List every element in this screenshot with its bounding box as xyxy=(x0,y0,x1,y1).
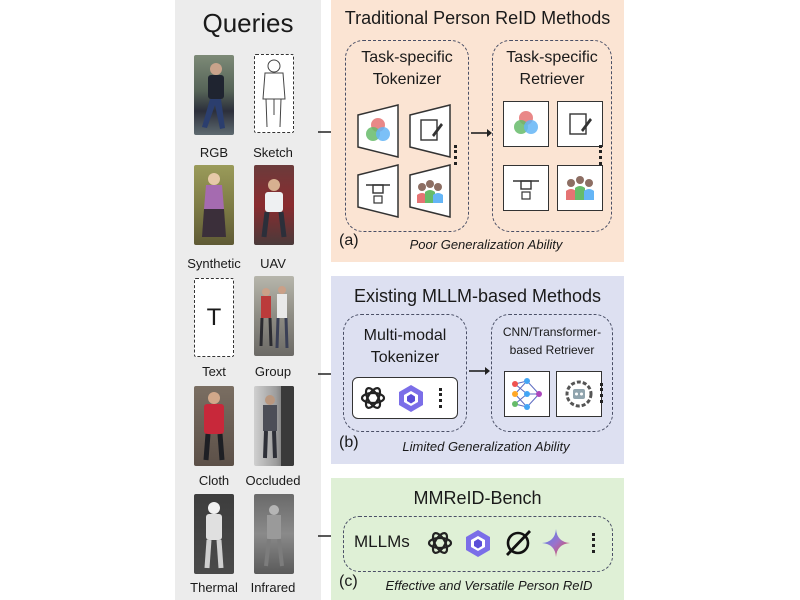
panel-mllm-methods: Existing MLLM-based Methods Multi-modal … xyxy=(331,276,624,464)
rgb-venn-icon xyxy=(503,101,549,147)
text-glyph: T xyxy=(206,304,222,331)
multimodal-tokenizer-box: Multi-modal Tokenizer xyxy=(343,314,467,432)
sketch-pencil-icon xyxy=(557,101,603,147)
query-label-occluded: Occluded xyxy=(245,473,301,488)
drone-icon xyxy=(503,165,549,211)
cnn-retriever-title-line1: CNN/Transformer- xyxy=(502,325,602,339)
tokenizer-title-line1: Task-specific xyxy=(361,49,453,66)
query-label-uav: UAV xyxy=(260,256,286,271)
query-label-rgb: RGB xyxy=(199,145,229,160)
query-label-infrared: Infrared xyxy=(250,580,296,595)
rgb-venn-icon xyxy=(357,104,399,158)
panel-a-tag: (a) xyxy=(339,232,359,249)
grok-icon xyxy=(505,530,532,556)
query-image-synthetic xyxy=(194,165,234,245)
mllms-label: MLLMs xyxy=(354,532,410,551)
group-people-icon xyxy=(557,165,603,211)
query-image-group xyxy=(254,276,294,356)
retriever-title-line1: Task-specific xyxy=(506,49,598,66)
query-label-sketch: Sketch xyxy=(253,145,293,160)
task-specific-tokenizer-box: Task-specific Tokenizer xyxy=(345,40,469,232)
more-dots xyxy=(454,145,460,165)
panel-mmreid-bench: MMReID-Bench MLLMs (c) Effective and Ver… xyxy=(331,478,624,600)
panel-c-tag: (c) xyxy=(339,573,358,590)
cnn-retriever-title-line2: based Retriever xyxy=(509,343,595,357)
openai-icon xyxy=(427,532,453,554)
query-image-sketch xyxy=(254,54,294,133)
query-label-text: Text xyxy=(202,364,226,379)
robot-gear-icon xyxy=(556,371,602,417)
query-text-box: T xyxy=(194,278,234,357)
query-image-rgb xyxy=(194,55,234,135)
tokenizer-title-line2: Tokenizer xyxy=(372,71,442,88)
panel-b-tag: (b) xyxy=(339,434,359,451)
panel-c-title: MMReID-Bench xyxy=(413,488,542,508)
task-specific-retriever-box: Task-specific Retriever xyxy=(492,40,612,232)
query-label-thermal: Thermal xyxy=(190,580,238,595)
arrow-mm-tokenizer-to-retriever xyxy=(469,367,490,375)
qwen-icon xyxy=(399,385,423,412)
query-label-group: Group xyxy=(254,364,292,379)
query-image-cloth xyxy=(194,386,234,466)
panel-b-caption: Limited Generalization Ability xyxy=(402,439,570,454)
qwen-icon xyxy=(466,530,490,557)
query-label-synthetic: Synthetic xyxy=(187,256,241,271)
queries-title: Queries xyxy=(202,8,294,38)
openai-icon xyxy=(360,387,386,409)
more-dots xyxy=(599,145,605,165)
panel-a-title: Traditional Person ReID Methods xyxy=(344,8,611,28)
query-image-thermal xyxy=(194,494,234,574)
group-people-icon xyxy=(409,164,451,218)
query-label-cloth: Cloth xyxy=(198,473,230,488)
mm-tokenizer-title-line1: Multi-modal xyxy=(363,327,447,344)
sketch-pencil-icon xyxy=(409,104,451,158)
query-image-uav xyxy=(254,165,294,245)
drone-icon xyxy=(357,164,399,218)
neural-network-icon xyxy=(504,371,550,417)
mllms-box: MLLMs xyxy=(343,516,613,572)
panel-b-title: Existing MLLM-based Methods xyxy=(353,286,602,306)
arrow-tokenizer-to-retriever xyxy=(471,129,492,137)
query-image-infrared xyxy=(254,494,294,574)
mllm-logos-card xyxy=(352,377,458,419)
more-dots xyxy=(600,383,606,403)
panel-c-caption: Effective and Versatile Person ReID xyxy=(385,578,593,593)
more-dots xyxy=(439,388,445,408)
query-image-occluded xyxy=(254,386,294,466)
more-dots xyxy=(592,533,598,553)
retriever-title-line2: Retriever xyxy=(519,71,585,88)
gemini-icon xyxy=(542,529,570,557)
cnn-transformer-retriever-box: CNN/Transformer- based Retriever xyxy=(491,314,613,432)
panel-traditional-methods: Traditional Person ReID Methods Task-spe… xyxy=(331,0,624,262)
panel-a-caption: Poor Generalization Ability xyxy=(409,237,563,252)
mm-tokenizer-title-line2: Tokenizer xyxy=(370,349,440,366)
